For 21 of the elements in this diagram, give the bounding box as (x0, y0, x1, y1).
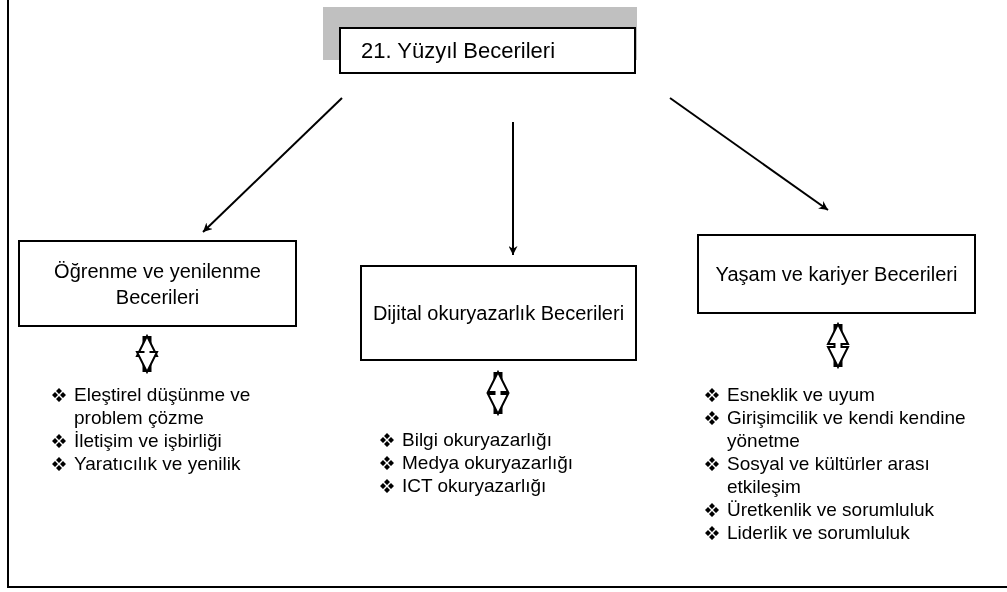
arrow (202, 97, 343, 233)
list-item-text: Yaratıcılık ve yenilik (74, 453, 241, 474)
list-item-text: Girişimcilik ve kendi kendine yönetme (727, 407, 966, 451)
list-item-text: Esneklik ve uyum (727, 384, 875, 405)
list-item-text: Liderlik ve sorumluluk (727, 522, 910, 543)
list-item-text: ICT okuryazarlığı (402, 475, 547, 496)
title-box: 21. Yüzyıl Becerileri (339, 27, 636, 74)
list-item-text: Sosyal ve kültürler arası etkileşim (727, 453, 930, 497)
list-item-text: Üretkenlik ve sorumluluk (727, 499, 934, 520)
category-box: Öğrenme ve yenilenme Becerileri (18, 240, 297, 327)
arrow (508, 121, 518, 256)
arrow (669, 97, 829, 211)
double-arrow (487, 371, 509, 415)
list-item-text: Bilgi okuryazarlığı (402, 429, 552, 450)
list-item-text: İletişim ve işbirliği (74, 430, 222, 451)
list-item-text: Eleştirel düşünme ve problem çözme (74, 384, 251, 428)
list-item-text: Medya okuryazarlığı (402, 452, 574, 473)
category-box: Dijital okuryazarlık Becerileri (360, 265, 637, 361)
double-arrow (827, 323, 849, 368)
double-arrow (136, 335, 158, 373)
category-box: Yaşam ve kariyer Becerileri (697, 234, 976, 314)
